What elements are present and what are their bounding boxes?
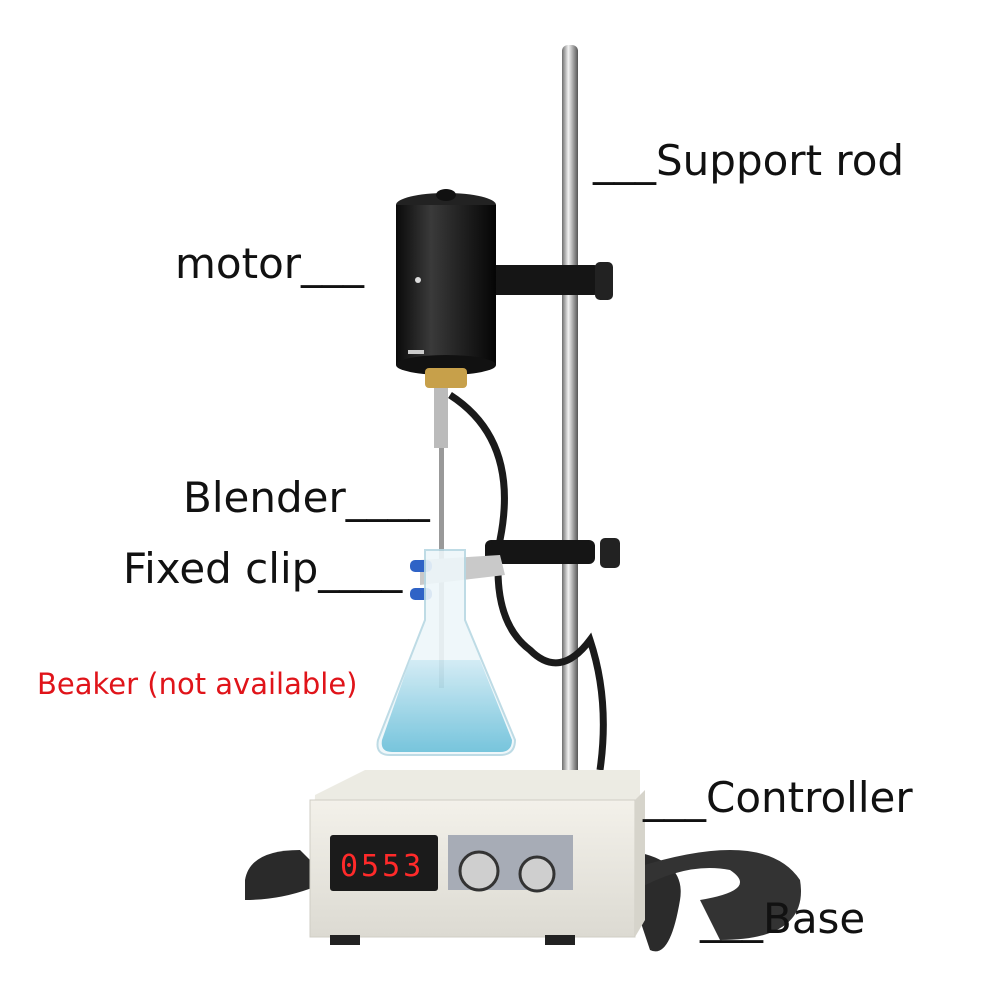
controller-display: 0553 bbox=[340, 849, 424, 884]
label-support-rod: ___Support rod bbox=[593, 136, 905, 185]
label-fixed-clip: Fixed clip____ bbox=[123, 544, 403, 593]
label-motor: motor___ bbox=[175, 239, 365, 288]
motor bbox=[396, 189, 496, 388]
label-base: ___Base bbox=[700, 894, 866, 943]
support-rod bbox=[562, 45, 578, 815]
motor-clamp bbox=[490, 262, 613, 300]
power-cable bbox=[448, 392, 607, 771]
label-controller: ___Controller bbox=[643, 773, 913, 822]
controller bbox=[309, 770, 645, 945]
base bbox=[245, 848, 801, 952]
label-beaker-not-available: Beaker (not available) bbox=[37, 667, 358, 701]
label-blender: Blender____ bbox=[183, 473, 430, 522]
beaker bbox=[376, 549, 517, 756]
